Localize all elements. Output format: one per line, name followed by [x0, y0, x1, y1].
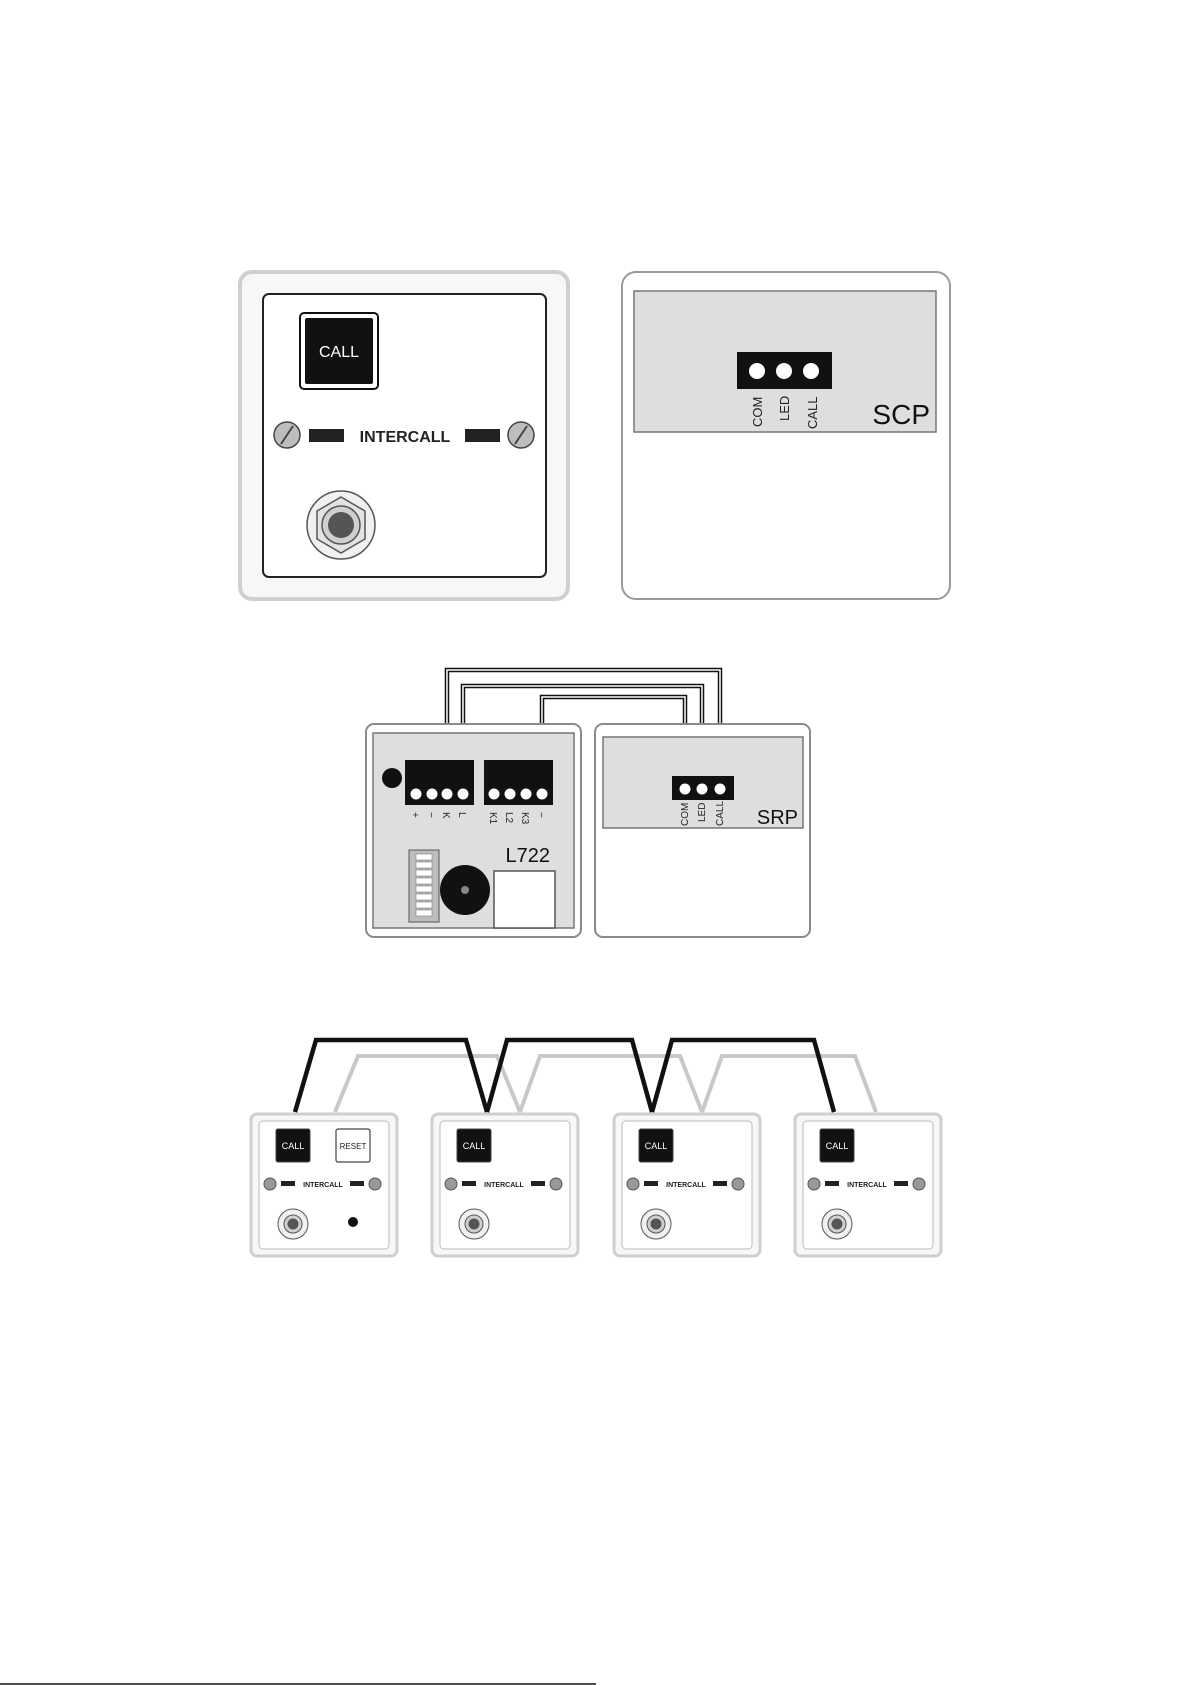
chain-panel-4: CALL INTERCALL: [795, 1114, 941, 1256]
led-icon: [732, 1178, 744, 1190]
jack-hole: [328, 512, 354, 538]
terminal-label: K1: [487, 812, 498, 825]
terminal-pin: [489, 789, 500, 800]
pin-label-led: LED: [697, 803, 708, 822]
call-button-label: CALL: [645, 1141, 668, 1151]
led-bar: [309, 429, 344, 442]
led-icon: [369, 1178, 381, 1190]
terminal-pin: [411, 789, 422, 800]
terminal-label: L: [456, 812, 467, 818]
wire-dark: [487, 1040, 652, 1112]
wiring-section: + − K L K1 L2 K3 − L722 COM LED CALL SRP: [366, 670, 810, 937]
pin-label-com: COM: [750, 397, 765, 427]
wire-light: [520, 1056, 702, 1112]
indicator-dot: [348, 1217, 358, 1227]
reset-button-label: RESET: [340, 1142, 367, 1151]
led-icon: [550, 1178, 562, 1190]
call-panel: CALL INTERCALL: [240, 272, 568, 599]
chain-panel-1: CALL RESET INTERCALL: [251, 1114, 397, 1256]
brand-label: INTERCALL: [847, 1182, 887, 1189]
terminal-pin: [458, 789, 469, 800]
terminal-pin: [803, 363, 819, 379]
terminal-label: −: [535, 812, 546, 818]
panel-chain: CALL RESET INTERCALL CALL INTERCALL: [251, 1040, 941, 1256]
terminal-pin: [537, 789, 548, 800]
terminal-pin: [680, 784, 691, 795]
connector-socket: [494, 871, 555, 928]
brand-label: INTERCALL: [360, 429, 451, 446]
call-button-label: CALL: [463, 1141, 486, 1151]
terminal-label: +: [409, 812, 420, 818]
call-button-label: CALL: [319, 344, 359, 361]
led-bar: [465, 429, 500, 442]
led-icon: [913, 1178, 925, 1190]
terminal-pin: [427, 789, 438, 800]
terminal-pin: [521, 789, 532, 800]
wire-light: [335, 1056, 520, 1112]
terminal-label: K3: [519, 812, 530, 825]
pin-label-led: LED: [777, 396, 792, 421]
wire-dark: [652, 1040, 834, 1112]
terminal-pin: [697, 784, 708, 795]
wire-dark: [295, 1040, 487, 1112]
terminal-pin: [442, 789, 453, 800]
terminal-label: −: [425, 812, 436, 818]
mounting-hole: [382, 768, 402, 788]
chain-panel-2: CALL INTERCALL: [432, 1114, 578, 1256]
scp-panel: COM LED CALL SCP: [622, 272, 950, 599]
chain-panel-3: CALL INTERCALL: [614, 1114, 760, 1256]
terminal-label: L2: [503, 812, 514, 824]
terminal-pin: [715, 784, 726, 795]
pin-label-call: CALL: [805, 396, 820, 429]
call-button-label: CALL: [826, 1141, 849, 1151]
brand-label: INTERCALL: [303, 1182, 343, 1189]
terminal-label: K: [440, 812, 451, 819]
srp-title: SRP: [757, 807, 798, 829]
pin-label-com: COM: [680, 803, 691, 826]
pin-label-call: CALL: [715, 801, 726, 826]
model-label: L722: [506, 845, 551, 867]
brand-label: INTERCALL: [484, 1182, 524, 1189]
led-icon: [808, 1178, 820, 1190]
led-icon: [627, 1178, 639, 1190]
terminal-pin: [505, 789, 516, 800]
scp-title: SCP: [872, 399, 930, 430]
terminal-pin: [749, 363, 765, 379]
call-button-label: CALL: [282, 1141, 305, 1151]
led-icon: [445, 1178, 457, 1190]
terminal-pin: [776, 363, 792, 379]
led-icon: [264, 1178, 276, 1190]
wire-light: [702, 1056, 876, 1112]
brand-label: INTERCALL: [666, 1182, 706, 1189]
